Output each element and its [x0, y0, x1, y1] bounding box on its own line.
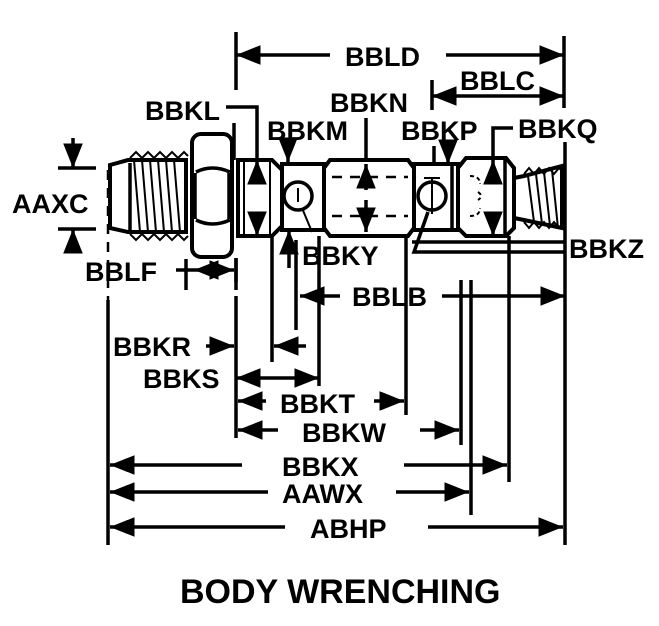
- right-thread: [512, 163, 564, 231]
- dim-bbld: BBLD: [236, 42, 564, 72]
- dim-bbkt: BBKT: [238, 389, 404, 419]
- left-thread: [108, 150, 189, 242]
- dim-bbkx: BBKX: [110, 452, 507, 482]
- dim-aaxc: AAXC: [12, 138, 96, 254]
- dim-bbkz: BBKZ: [411, 211, 644, 264]
- label-bbkp: BBKP: [401, 116, 478, 146]
- hex-nut: [190, 132, 234, 259]
- fitting-part: [108, 132, 564, 259]
- dim-bbkl: BBKL: [145, 96, 267, 236]
- body-section-right: [456, 156, 516, 238]
- dim-bbkn: BBKN: [330, 88, 408, 232]
- dim-bbks: BBKS: [143, 364, 319, 394]
- port-section-right: [412, 162, 460, 232]
- label-bbkn: BBKN: [330, 88, 408, 118]
- label-bbkt: BBKT: [280, 389, 355, 419]
- label-bbkm: BBKM: [267, 116, 348, 146]
- dim-abhp: ABHP: [110, 514, 563, 544]
- dim-bblb: BBLB: [300, 282, 565, 312]
- drawing-title: BODY WRENCHING: [180, 573, 501, 611]
- label-bbkq: BBKQ: [518, 114, 598, 144]
- dim-bbkq: BBKQ: [483, 114, 598, 236]
- dim-bbkp: BBKP: [401, 116, 478, 164]
- label-abhp: ABHP: [310, 514, 387, 544]
- label-bbld: BBLD: [345, 42, 420, 72]
- label-bbkx: BBKX: [282, 452, 359, 482]
- port-section-left: [280, 162, 326, 232]
- dim-bblc: BBLC: [432, 66, 564, 106]
- dim-bblf: BBLF: [85, 257, 238, 290]
- body-section-left: [236, 158, 284, 238]
- label-bblb: BBLB: [352, 282, 427, 312]
- dim-bbky: BBKY: [279, 207, 379, 271]
- label-bbky: BBKY: [302, 241, 379, 271]
- dim-bbkw: BBKW: [238, 418, 459, 448]
- dim-aawx: AAWX: [110, 479, 469, 509]
- label-bblc: BBLC: [460, 66, 535, 96]
- label-bblf: BBLF: [85, 257, 157, 287]
- label-aawx: AAWX: [282, 479, 363, 509]
- dim-bbkm: BBKM: [267, 116, 348, 162]
- label-bbks: BBKS: [143, 364, 220, 394]
- label-aaxc: AAXC: [12, 189, 89, 219]
- dim-bbkr: BBKR: [113, 332, 306, 362]
- body-section-middle: [322, 158, 416, 238]
- label-bbkw: BBKW: [302, 418, 386, 448]
- label-bbkz: BBKZ: [569, 234, 644, 264]
- label-bbkl: BBKL: [145, 96, 220, 126]
- label-bbkr: BBKR: [113, 332, 191, 362]
